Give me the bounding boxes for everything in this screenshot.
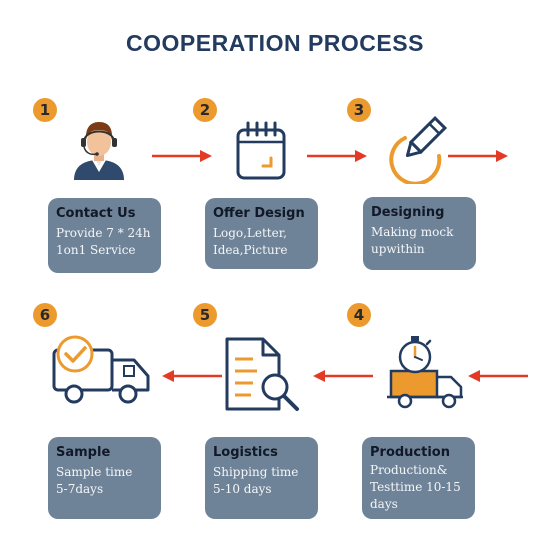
- arrow-left-5-to-6: [162, 370, 222, 382]
- step-3-number: 3: [347, 98, 371, 122]
- step-1-card: Contact Us Provide 7 * 24h 1on1 Service: [48, 198, 161, 273]
- step-2-title: Offer Design: [213, 206, 305, 221]
- customer-service-agent-icon: [74, 122, 124, 180]
- step-1-line-1: Provide 7 * 24h: [56, 226, 151, 240]
- step-4-line-2: Testtime 10-15: [370, 480, 461, 494]
- checked-delivery-truck-icon: [52, 335, 150, 404]
- step-6-title: Sample: [56, 445, 111, 460]
- step-5-line-1: Shipping time: [213, 465, 299, 479]
- step-5-title: Logistics: [213, 445, 278, 460]
- step-5-line-2: 5-10 days: [213, 482, 272, 496]
- arrow-right-1: [152, 150, 212, 162]
- step-4-card: Production Production& Testtime 10-15 da…: [362, 437, 475, 519]
- arrow-right-3: [448, 150, 508, 162]
- step-4-title: Production: [370, 445, 450, 460]
- step-4-number: 4: [347, 303, 371, 327]
- step-6-card: Sample Sample time 5-7days: [48, 437, 161, 519]
- step-6-number: 6: [33, 303, 57, 327]
- step-2-line-2: Idea,Picture: [213, 243, 288, 257]
- step-2-line-1: Logo,Letter,: [213, 226, 287, 240]
- step-3-line-2: upwithin: [371, 242, 425, 256]
- step-2-card: Offer Design Logo,Letter, Idea,Picture: [205, 198, 318, 269]
- step-3-line-1: Making mock: [371, 225, 454, 239]
- step-1-number: 1: [33, 98, 57, 122]
- step-6-line-2: 5-7days: [56, 482, 104, 496]
- document-search-icon: [225, 337, 299, 411]
- step-4-line-1: Production&: [370, 463, 448, 477]
- step-1-line-2: 1on1 Service: [56, 243, 136, 257]
- step-1-title: Contact Us: [56, 206, 136, 221]
- arrow-left-into-4: [468, 370, 528, 382]
- pencil-design-icon: [389, 115, 448, 184]
- page-title: COOPERATION PROCESS: [126, 30, 424, 56]
- stopwatch-truck-icon: [387, 336, 463, 409]
- step-2-number: 2: [193, 98, 217, 122]
- arrow-right-2: [307, 150, 367, 162]
- step-3-card: Designing Making mock upwithin: [363, 197, 476, 270]
- arrow-left-4-to-5: [313, 370, 373, 382]
- step-3-title: Designing: [371, 205, 445, 220]
- calendar-icon: [236, 121, 286, 180]
- step-5-number: 5: [193, 303, 217, 327]
- step-6-line-1: Sample time: [56, 465, 133, 479]
- step-5-card: Logistics Shipping time 5-10 days: [205, 437, 318, 519]
- step-4-line-3: days: [370, 497, 398, 511]
